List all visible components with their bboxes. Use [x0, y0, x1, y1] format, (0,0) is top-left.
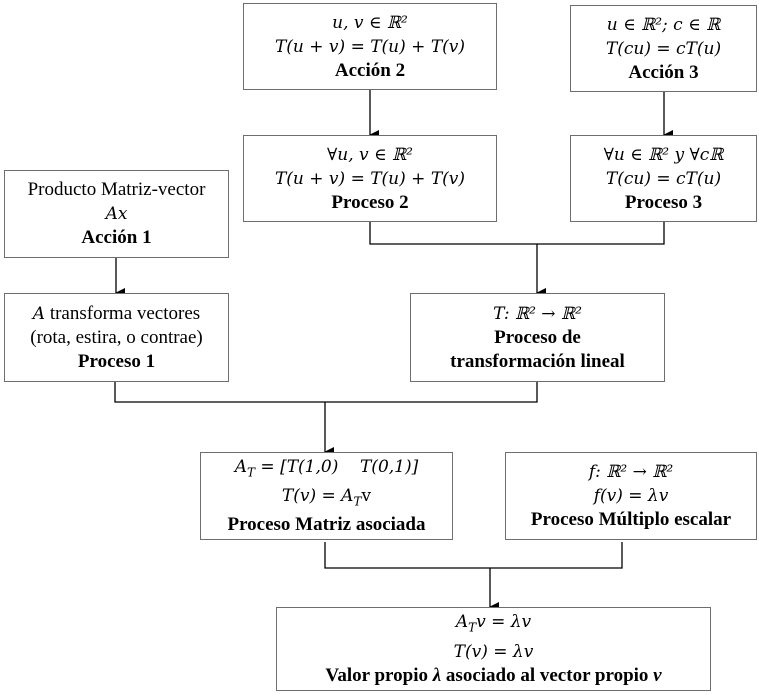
- accion1-description: Producto Matriz-vector: [27, 179, 206, 200]
- proceso2-equation: T(u + v) = T(u) + T(v): [274, 168, 466, 189]
- proceso1-description-rest: transforma vectores: [45, 302, 201, 324]
- merge-line-p1-ptl: [114, 382, 538, 403]
- multiplo-title: Proceso Múltiplo escalar: [530, 509, 732, 530]
- matriz-var: A: [234, 456, 248, 477]
- accion3-set: u ∈ ℝ²; c ∈ ℝ: [606, 14, 721, 35]
- final-title: Valor propio λ asociado al vector propio…: [325, 664, 661, 688]
- merge-line-pma-pme: [324, 542, 623, 569]
- final-transform-equation: T(v) = λv: [453, 641, 534, 662]
- transformacion-title-1: Proceso de: [494, 326, 581, 348]
- matriz-title: Proceso Matriz asociada: [227, 514, 426, 536]
- final-matrix-equation: ATv = λv: [456, 610, 531, 639]
- proceso3-equation: T(cu) = cT(u): [605, 168, 722, 189]
- matriz-equation: T(v) = ATv: [282, 484, 371, 513]
- proceso1-description: A transforma vectores: [33, 302, 200, 326]
- transformacion-mapping: T: ℝ² → ℝ²: [493, 303, 582, 324]
- final-title-part-1: Valor propio: [325, 664, 433, 686]
- matriz-eq-subscript: T: [353, 494, 362, 509]
- node-proceso-3: ∀u ∈ ℝ² y ∀cℝ T(cu) = cT(u) Proceso 3: [570, 135, 757, 222]
- final-title-part-2: asociado al vector propio: [441, 664, 654, 686]
- accion2-equation: T(u + v) = T(u) + T(v): [274, 36, 466, 57]
- proceso3-set: ∀u ∈ ℝ² y ∀cℝ: [603, 144, 724, 165]
- accion2-set: u, v ∈ ℝ²: [332, 12, 408, 33]
- accion2-title: Acción 2: [334, 59, 406, 81]
- proceso1-matrix-var: A: [32, 303, 46, 324]
- final-matrix-rest: v = λv: [476, 612, 532, 633]
- proceso1-title: Proceso 1: [77, 350, 156, 372]
- node-accion-3: u ∈ ℝ²; c ∈ ℝ T(cu) = cT(u) Acción 3: [570, 5, 757, 92]
- proceso1-detail: (rota, estira, o contrae): [30, 326, 203, 348]
- proceso3-title: Proceso 3: [624, 191, 703, 213]
- merge-line-p2-p3: [369, 222, 665, 245]
- final-matrix-subscript: T: [468, 620, 477, 635]
- accion3-title: Acción 3: [628, 61, 699, 83]
- final-matrix-var: A: [455, 612, 469, 633]
- matriz-definition: AT = [T(1,0) T(0,1)]: [235, 455, 419, 484]
- node-proceso-2: ∀u, v ∈ ℝ² T(u + v) = T(u) + T(v) Proces…: [243, 135, 497, 222]
- matriz-columns: = [T(1,0) T(0,1)]: [255, 456, 419, 477]
- accion1-expression: Ax: [105, 204, 128, 224]
- final-title-lambda: λ: [432, 664, 442, 686]
- node-proceso-transformacion-lineal: T: ℝ² → ℝ² Proceso de transformación lin…: [410, 293, 665, 382]
- matriz-eq-left: T(v) = A: [281, 486, 354, 506]
- multiplo-mapping: f: ℝ² → ℝ²: [588, 462, 674, 482]
- node-proceso-multiplo-escalar: f: ℝ² → ℝ² f(v) = λv Proceso Múltiplo es…: [505, 452, 757, 540]
- matriz-eq-vector: v: [361, 486, 372, 506]
- node-proceso-1: A transforma vectores (rota, estira, o c…: [4, 293, 229, 382]
- node-accion-1: Producto Matriz-vector Ax Acción 1: [4, 170, 229, 258]
- accion3-equation: T(cu) = cT(u): [605, 38, 722, 59]
- proceso2-title: Proceso 2: [331, 191, 409, 213]
- node-valor-propio: ATv = λv T(v) = λv Valor propio λ asocia…: [276, 607, 711, 691]
- final-title-v: v: [653, 664, 662, 686]
- node-accion-2: u, v ∈ ℝ² T(u + v) = T(u) + T(v) Acción …: [243, 3, 497, 90]
- transformacion-title-2: transformación lineal: [450, 350, 625, 372]
- accion1-title: Acción 1: [81, 227, 152, 248]
- node-proceso-matriz-asociada: AT = [T(1,0) T(0,1)] T(v) = ATv Proceso …: [200, 452, 453, 540]
- proceso2-set: ∀u, v ∈ ℝ²: [327, 144, 413, 165]
- multiplo-equation: f(v) = λv: [593, 486, 669, 506]
- matriz-subscript: T: [247, 465, 256, 479]
